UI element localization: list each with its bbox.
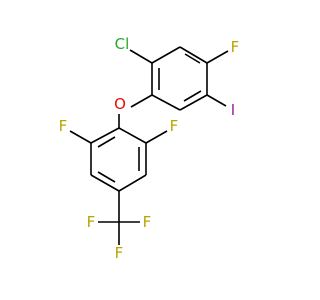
canvas-background <box>0 0 300 300</box>
atom-chlorine: Cl <box>115 35 130 53</box>
upper-aromatic-ring <box>151 46 208 111</box>
bond <box>90 127 120 144</box>
bond <box>183 90 202 102</box>
bond <box>151 94 181 111</box>
bond <box>118 174 147 192</box>
bond <box>97 171 116 183</box>
atom-fluorine-cf3-bottom: F <box>115 244 124 262</box>
bond <box>97 136 116 148</box>
bond-c-f-left <box>69 130 92 144</box>
bond-c-o <box>130 94 153 108</box>
atom-fluorine-top: F <box>231 38 240 56</box>
bond <box>90 174 120 192</box>
bond-c-f-right <box>145 130 168 144</box>
bond <box>118 127 147 144</box>
atom-iodine: I <box>231 101 235 119</box>
atom-fluorine-left: F <box>59 117 68 135</box>
atom-fluorine-cf3-left: F <box>87 213 96 231</box>
bond <box>151 46 181 64</box>
lower-aromatic-ring <box>90 127 147 192</box>
bond-c-i <box>206 94 227 107</box>
atom-fluorine-cf3-right: F <box>143 213 152 231</box>
bond <box>184 53 201 64</box>
molecule-structure-diagram: Cl F I O F F F F F <box>0 0 300 300</box>
atom-oxygen: O <box>114 95 126 113</box>
atom-fluorine-right: F <box>170 117 179 135</box>
bond-c-f-top <box>206 50 229 64</box>
bond <box>179 94 208 111</box>
bond <box>179 46 208 64</box>
bond-c-cl <box>129 49 153 64</box>
